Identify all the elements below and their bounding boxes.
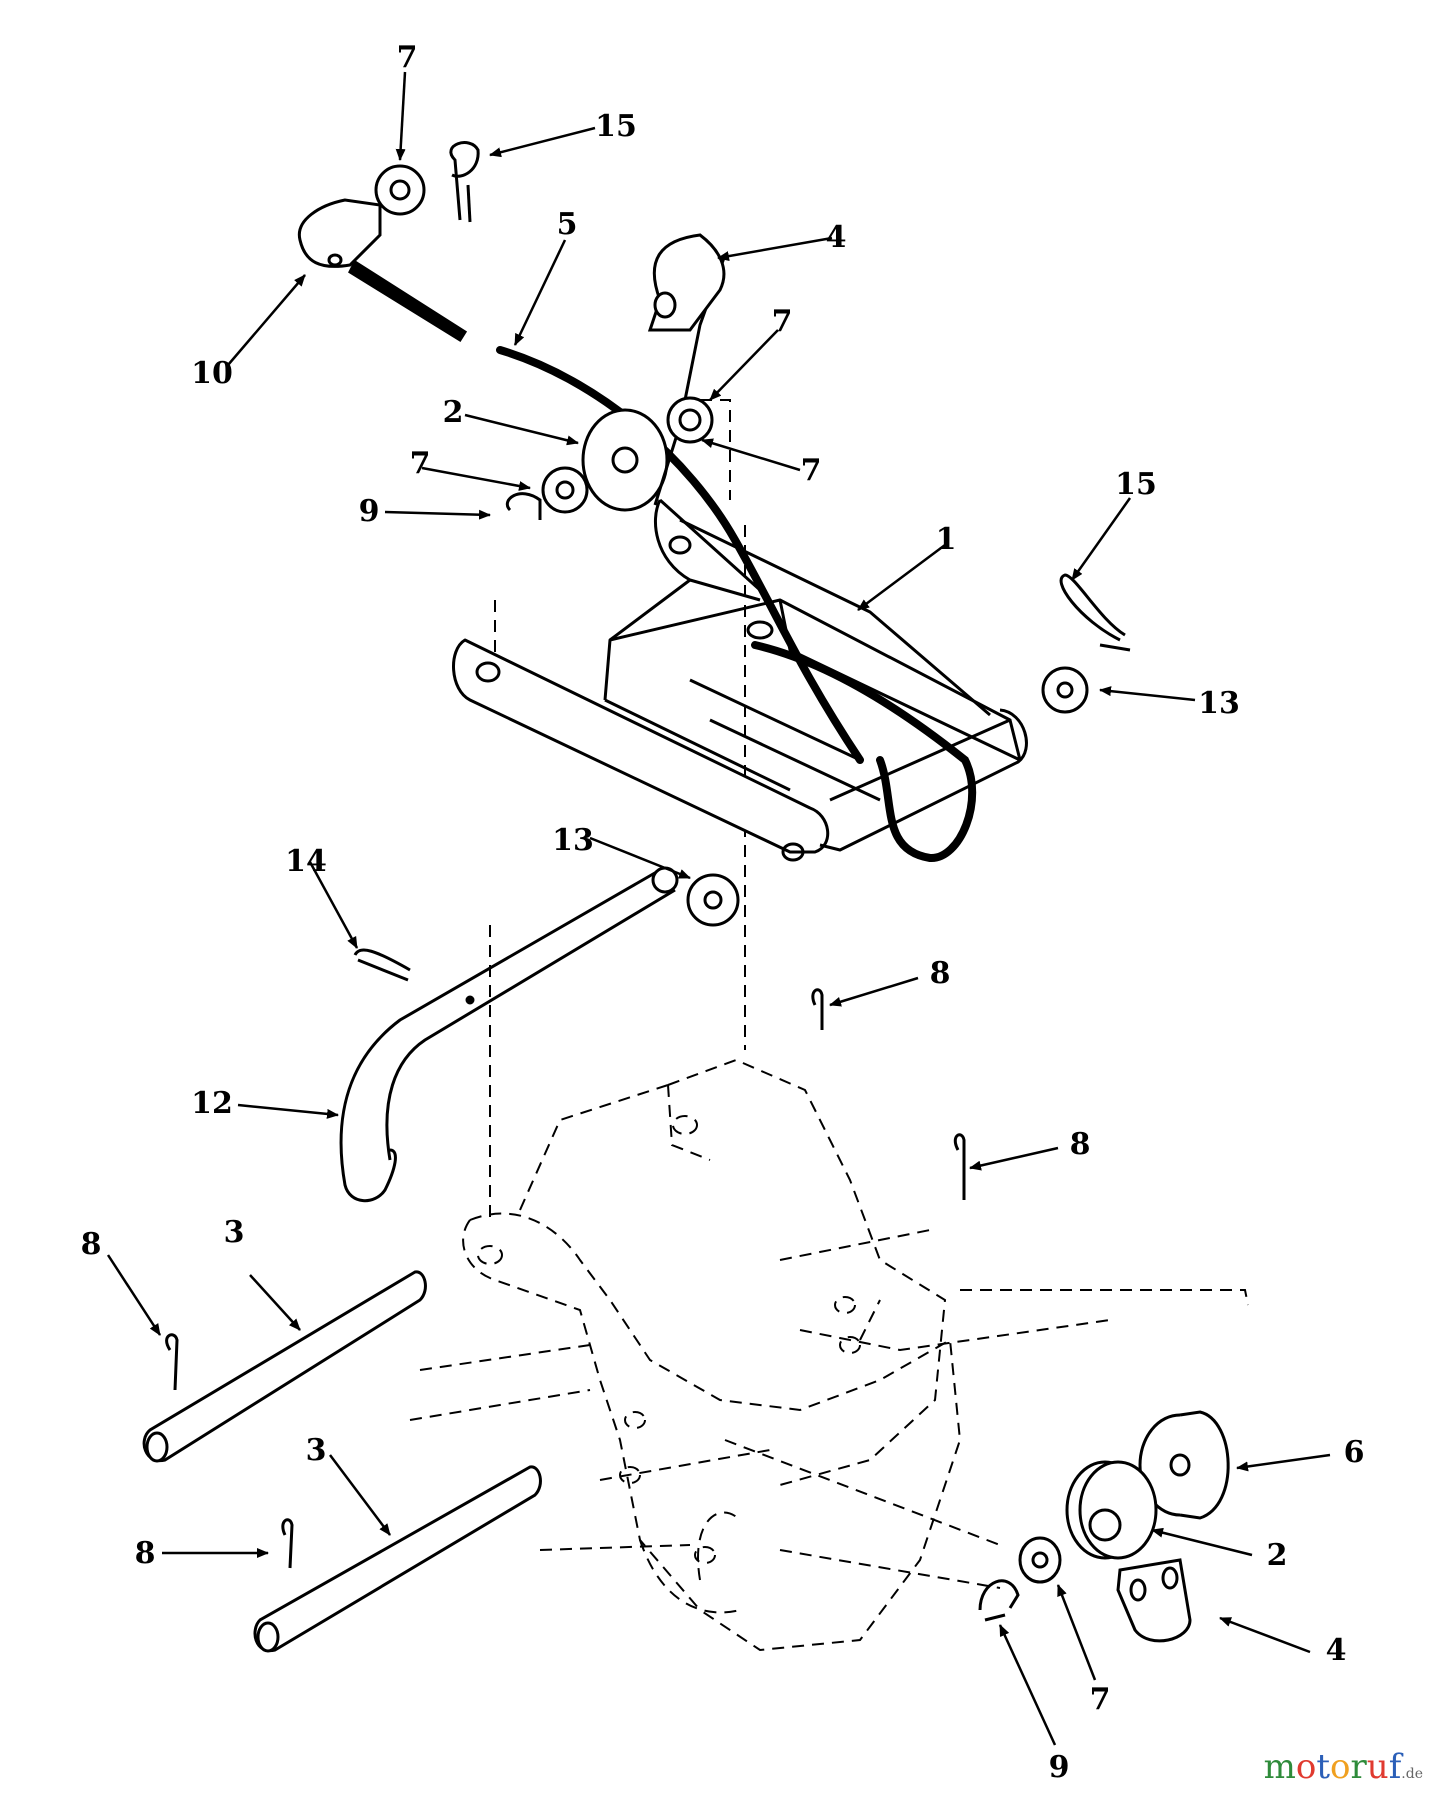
- callout-15-top: 15: [595, 109, 637, 144]
- washer-bottom: [1018, 1536, 1062, 1584]
- callout-13-right: 13: [1198, 686, 1240, 721]
- callout-4-bottom: 4: [1325, 1633, 1347, 1668]
- callout-3-a: 3: [223, 1215, 245, 1250]
- hair-pin-clip-top: [449, 141, 480, 223]
- pin-part-3-a: [142, 1270, 427, 1463]
- watermark-letter: o: [1330, 1747, 1351, 1787]
- callout-6: 6: [1343, 1435, 1365, 1470]
- washer-middle: [686, 873, 740, 927]
- callout-7-top: 7: [396, 40, 418, 75]
- callout-8-d: 8: [134, 1536, 156, 1571]
- callout-7-b: 7: [771, 304, 793, 339]
- pin-part-3-b: [253, 1465, 542, 1653]
- watermark-letter: t: [1316, 1747, 1331, 1787]
- bracket-part-4-bottom: [1116, 1558, 1192, 1643]
- cotter-pin-14: [353, 948, 411, 982]
- callout-14: 14: [285, 844, 327, 879]
- leader-arrows: [106, 71, 1331, 1746]
- watermark-brand: motoruf: [1264, 1747, 1402, 1787]
- pulley-part-2-bottom: [1065, 1460, 1158, 1560]
- idler-wheel-part-6: [1138, 1410, 1230, 1520]
- pulley-group-top: [505, 233, 727, 520]
- watermark-suffix: .de: [1401, 1766, 1423, 1782]
- callout-8-a: 8: [929, 956, 951, 991]
- callout-2-bottom: 2: [1266, 1538, 1288, 1573]
- callout-13-mid: 13: [552, 823, 594, 858]
- belt-part-5: [496, 346, 977, 862]
- callout-7-d: 7: [800, 453, 822, 488]
- watermark-letter: f: [1388, 1747, 1402, 1787]
- hair-pin-clip-right: [1059, 573, 1131, 652]
- cotter-pins-8: [165, 988, 966, 1569]
- callout-5: 5: [556, 207, 578, 242]
- callout-8-c: 8: [80, 1227, 102, 1262]
- washer-right: [1041, 666, 1089, 714]
- callout-15-right: 15: [1115, 467, 1157, 502]
- watermark-letter: r: [1350, 1747, 1367, 1787]
- adjuster-part-10: [297, 198, 468, 343]
- callout-4-top: 4: [825, 220, 847, 255]
- lever-rod-part-12: [339, 866, 679, 1203]
- watermark-letter: o: [1295, 1747, 1317, 1787]
- callout-10: 10: [191, 356, 233, 391]
- callout-7-bottom: 7: [1089, 1682, 1111, 1717]
- watermark-letter: m: [1263, 1747, 1296, 1787]
- callout-1: 1: [935, 522, 957, 557]
- callout-2-top: 2: [442, 395, 464, 430]
- callout-9-bottom: 9: [1048, 1750, 1070, 1785]
- callout-3-b: 3: [305, 1433, 327, 1468]
- callout-8-b: 8: [1069, 1127, 1091, 1162]
- washer-top: [374, 164, 426, 216]
- callout-7-c: 7: [409, 446, 431, 481]
- callout-12: 12: [191, 1086, 233, 1121]
- retaining-ring-bottom: [978, 1579, 1020, 1622]
- watermark-letter: u: [1366, 1747, 1389, 1787]
- callout-9-top: 9: [358, 494, 380, 529]
- watermark-logo: motoruf.de: [1264, 1750, 1423, 1784]
